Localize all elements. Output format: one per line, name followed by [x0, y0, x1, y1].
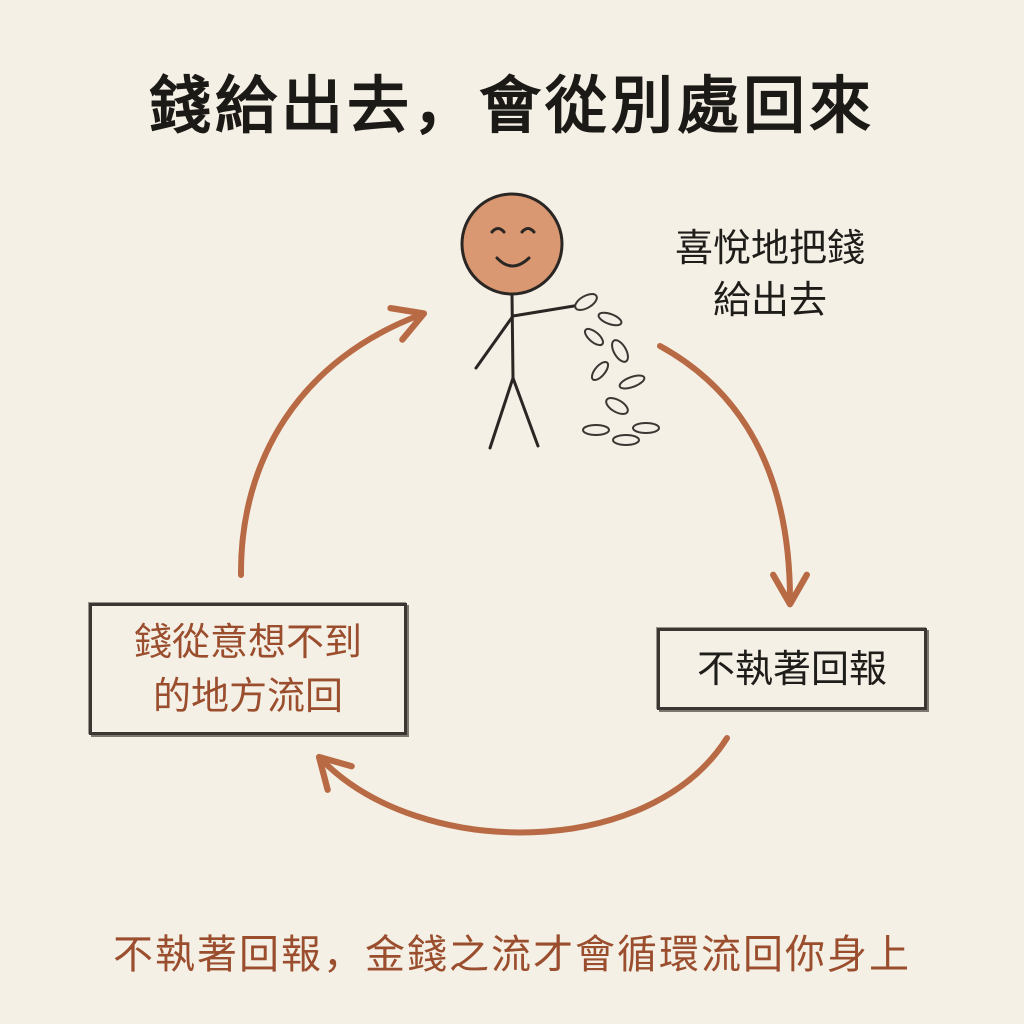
- give-money-caption: 喜悅地把錢 給出去: [640, 222, 900, 326]
- arrow-to-left-box: [315, 735, 730, 836]
- money-returns-text: 錢從意想不到 的地方流回: [133, 620, 362, 718]
- page-title: 錢給出去，會從別處回來: [148, 69, 875, 142]
- no-attachment-text: 不執著回報: [696, 647, 887, 691]
- no-attachment-box: 不執著回報: [657, 628, 927, 710]
- arrow-to-right-box: [657, 343, 810, 608]
- money-returns-box: 錢從意想不到 的地方流回: [89, 603, 407, 735]
- smiley-face-icon: [460, 192, 564, 296]
- arrow-to-person: [237, 304, 428, 578]
- give-money-caption-text: 喜悅地把錢 給出去: [674, 226, 865, 322]
- footer-caption: 不執著回報，金錢之流才會循環流回你身上: [113, 932, 911, 978]
- falling-coins-icon: [574, 293, 660, 446]
- stick-figure-icon: [460, 192, 582, 450]
